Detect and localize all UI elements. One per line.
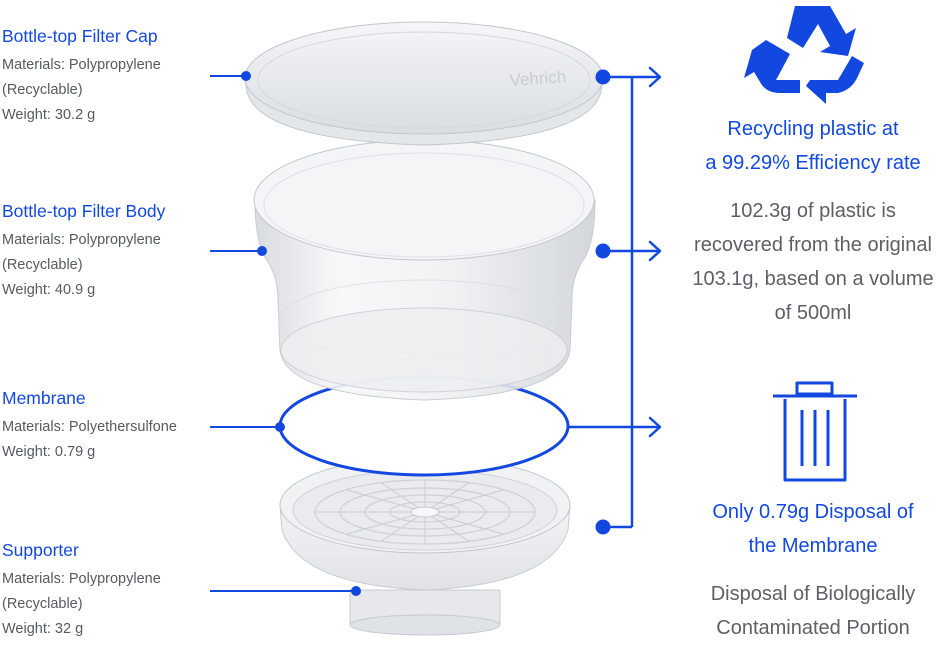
part-material: Materials: Polypropylene [2,57,161,73]
part-label-body: Bottle-top Filter Body Materials: Polypr… [2,200,165,303]
filter-body-part [253,139,596,401]
filter-cap-part: Vehrich [244,21,604,146]
bracket-dot-body [595,243,611,259]
part-recyclable: (Recyclable) [2,596,83,612]
disposal-body-2: Contaminated Portion [716,617,910,639]
recycling-block: Recycling plastic at a 99.29% Efficiency… [675,112,951,330]
part-recyclable: (Recyclable) [2,82,83,98]
cap-brand-text: Vehrich [509,67,567,90]
part-label-supporter: Supporter Materials: Polypropylene (Recy… [2,539,161,642]
part-weight: Weight: 0.79 g [2,444,96,460]
disposal-block: Only 0.79g Disposal of the Membrane Disp… [675,495,951,645]
recycling-body-2: recovered from the original [694,234,932,256]
disposal-body-1: Disposal of Biologically [710,583,916,605]
recycling-body-3: 103.1g, based on a volume [692,268,934,290]
part-recyclable: (Recyclable) [2,257,83,273]
trash-can-icon [773,381,857,482]
part-material: Materials: Polyethersulfone [2,419,177,435]
recycling-headline-2: a 99.29% Efficiency rate [705,152,921,174]
recycling-body-1: 102.3g of plastic is [730,200,896,222]
bracket-dot-cap [595,69,611,85]
disposal-headline-2: the Membrane [748,535,878,557]
disposal-headline-1: Only 0.79g Disposal of [712,501,914,523]
recycling-headline-1: Recycling plastic at [727,118,899,140]
recycle-icon [744,6,864,104]
part-title: Bottle-top Filter Cap [2,26,158,46]
part-weight: Weight: 40.9 g [2,282,96,298]
recycling-body-4: of 500ml [774,302,852,324]
part-title: Supporter [2,540,79,560]
part-title: Bottle-top Filter Body [2,201,166,221]
right-bracket [568,66,662,529]
part-label-cap: Bottle-top Filter Cap Materials: Polypro… [2,25,161,128]
part-title: Membrane [2,388,86,408]
part-label-membrane: Membrane Materials: Polyethersulfone Wei… [2,387,177,465]
part-material: Materials: Polypropylene [2,571,161,587]
part-weight: Weight: 30.2 g [2,107,96,123]
part-weight: Weight: 32 g [2,621,84,637]
supporter-part [279,456,571,636]
bracket-dot-supporter [595,519,611,535]
part-material: Materials: Polypropylene [2,232,161,248]
